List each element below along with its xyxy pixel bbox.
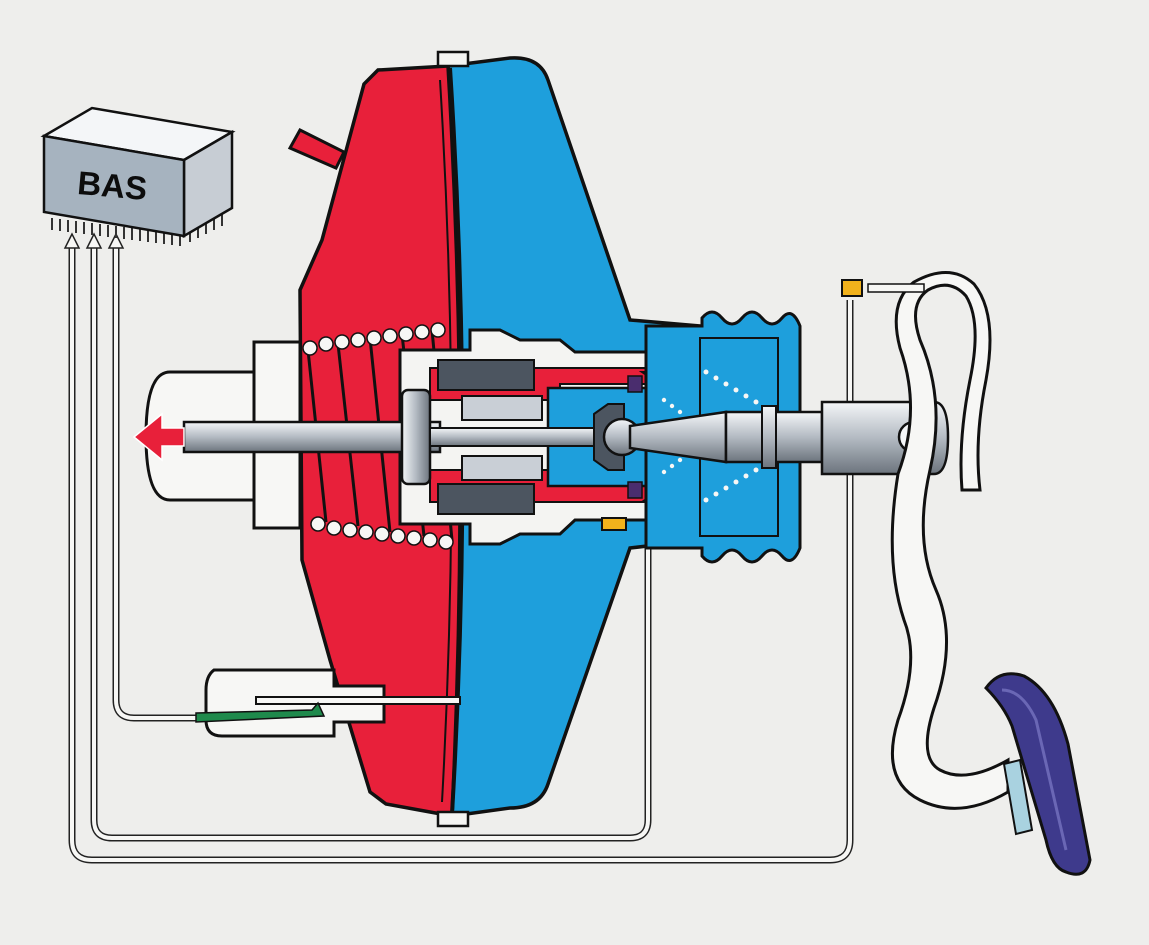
membrane-travel-sensor [195,668,461,738]
arrow-up-icon [85,232,103,249]
arrow-up-icon [107,232,125,249]
pedal-pad [984,672,1092,876]
sensor-wiring [68,240,854,864]
housing-clip-top [436,50,470,68]
ecu-front-face [42,134,186,238]
pedal-arm [890,271,1010,810]
solenoid-magnet-upper [437,359,535,391]
brake-pedal-switch [841,279,925,297]
dust-boot [644,310,802,564]
control-unit-icon: BAS [40,106,236,246]
signal-arrows [63,232,125,249]
reaction-disc [400,388,432,486]
valve-seal-lower [627,481,643,499]
sensor-circuit-board [195,701,326,723]
brake-pedal [890,271,1092,876]
ecu-pins [51,214,223,246]
valve-seal-upper [627,375,643,393]
solenoid-magnet-lower [437,483,535,515]
housing-clip-bottom [436,810,470,828]
arrow-up-icon [63,232,81,249]
pedal-pad-light [1002,758,1034,836]
ecu-label: BAS [76,164,149,207]
output-push-rod [182,388,611,486]
valve-spring [661,369,759,503]
release-switch-sensor [601,517,627,531]
arrow-left-icon [132,412,185,462]
vacuum-port [287,128,347,170]
